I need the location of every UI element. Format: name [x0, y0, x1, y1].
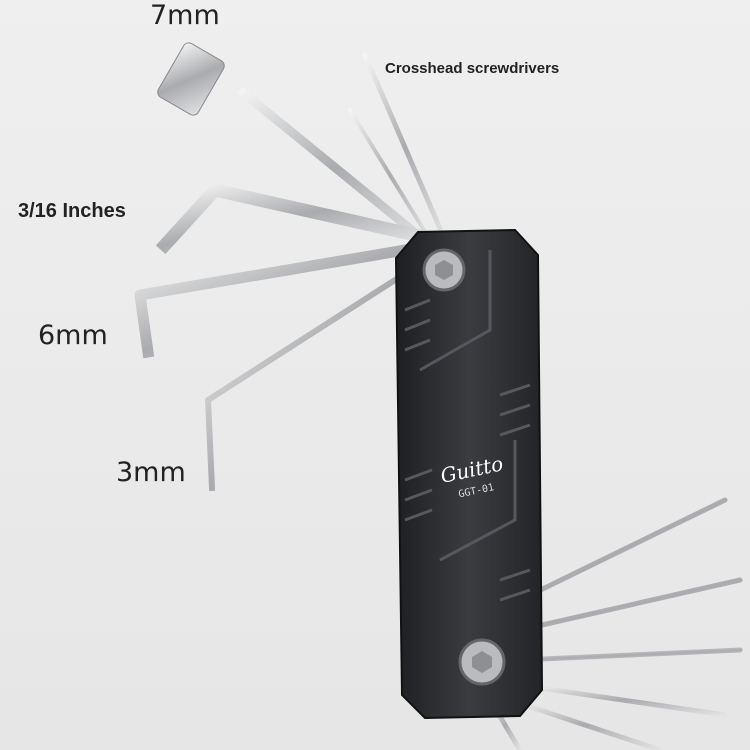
- label-7mm: 7mm: [150, 0, 220, 31]
- hex-key-3-16: [155, 183, 423, 255]
- label-6mm: 6mm: [38, 320, 108, 351]
- socket-wrench-7mm: [157, 42, 433, 249]
- bottom-bits: [487, 497, 743, 750]
- hex-key-3mm: [205, 275, 400, 492]
- tool-body: Guitto GGT-01: [394, 228, 544, 720]
- label-3-16-inches: 3/16 Inches: [18, 200, 126, 222]
- hex-key-6mm: [134, 243, 412, 359]
- label-crosshead-screwdrivers: Crosshead screwdrivers: [385, 60, 560, 77]
- crosshead-screwdriver: [348, 52, 448, 243]
- label-3mm: 3mm: [116, 457, 186, 488]
